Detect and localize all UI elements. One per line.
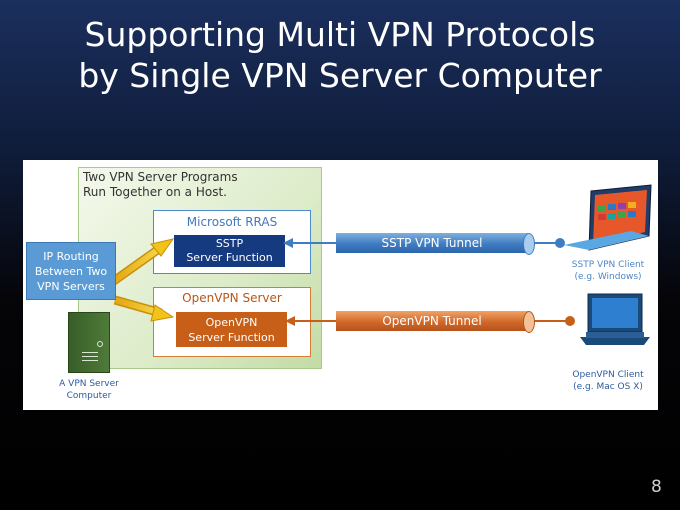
openvpn-tunnel: OpenVPN Tunnel [336,311,528,331]
routing-arrow-down [113,295,175,322]
host-label-line-1: Two VPN Server Programs [83,170,238,184]
sstp-function-line-2: Server Function [186,251,273,264]
openvpn-title: OpenVPN Server [182,291,282,305]
macbook-icon [580,293,650,345]
openvpn-connector-arrow [285,316,575,326]
routing-line-2: Between Two [34,264,108,278]
diagram-panel: Two VPN Server Programs Run Together on … [23,160,658,410]
ip-routing-box: IP Routing Between Two VPN Servers [26,242,116,300]
host-label-line-2: Run Together on a Host. [83,185,227,199]
openvpn-function-line-2: Server Function [188,330,275,344]
sstp-client-label: SSTP VPN Client (e.g. Windows) [563,259,653,283]
sstp-client-line-2: (e.g. Windows) [574,272,642,282]
sstp-client-line-1: SSTP VPN Client [571,260,645,270]
openvpn-client-line-2: (e.g. Mac OS X) [573,382,643,392]
vpn-server-computer-icon [68,312,110,373]
host-label: Two VPN Server Programs Run Together on … [83,170,238,200]
openvpn-client-label: OpenVPN Client (e.g. Mac OS X) [563,369,653,393]
sstp-connector-arrow [283,238,565,248]
slide-title-line-2: by Single VPN Server Computer [78,56,602,95]
vpn-server-label: A VPN Server Computer [45,378,133,402]
openvpn-server-function: OpenVPN Server Function [176,312,287,347]
server-label-line-2: Computer [66,391,112,401]
server-label-line-1: A VPN Server [59,379,119,389]
routing-arrow-up [108,238,175,287]
page-number: 8 [651,477,662,497]
slide-title-line-1: Supporting Multi VPN Protocols [84,15,596,54]
sstp-function-line-1: SSTP [215,237,244,250]
openvpn-tunnel-end-cap [523,311,535,333]
openvpn-server-box: OpenVPN Server OpenVPN Server Function [153,287,311,357]
routing-line-1: IP Routing [43,249,99,263]
routing-arrows [108,184,652,345]
openvpn-client-line-1: OpenVPN Client [572,370,644,380]
rras-title: Microsoft RRAS [186,215,278,229]
sstp-server-function: SSTP Server Function [174,235,285,267]
routing-line-3: VPN Servers [37,279,105,293]
openvpn-function-line-1: OpenVPN [205,315,258,329]
slide-title: Supporting Multi VPN Protocols by Single… [0,14,680,96]
surface-tablet-icon [564,184,652,251]
sstp-vpn-tunnel: SSTP VPN Tunnel [336,233,528,253]
sstp-tunnel-end-cap [523,233,535,255]
